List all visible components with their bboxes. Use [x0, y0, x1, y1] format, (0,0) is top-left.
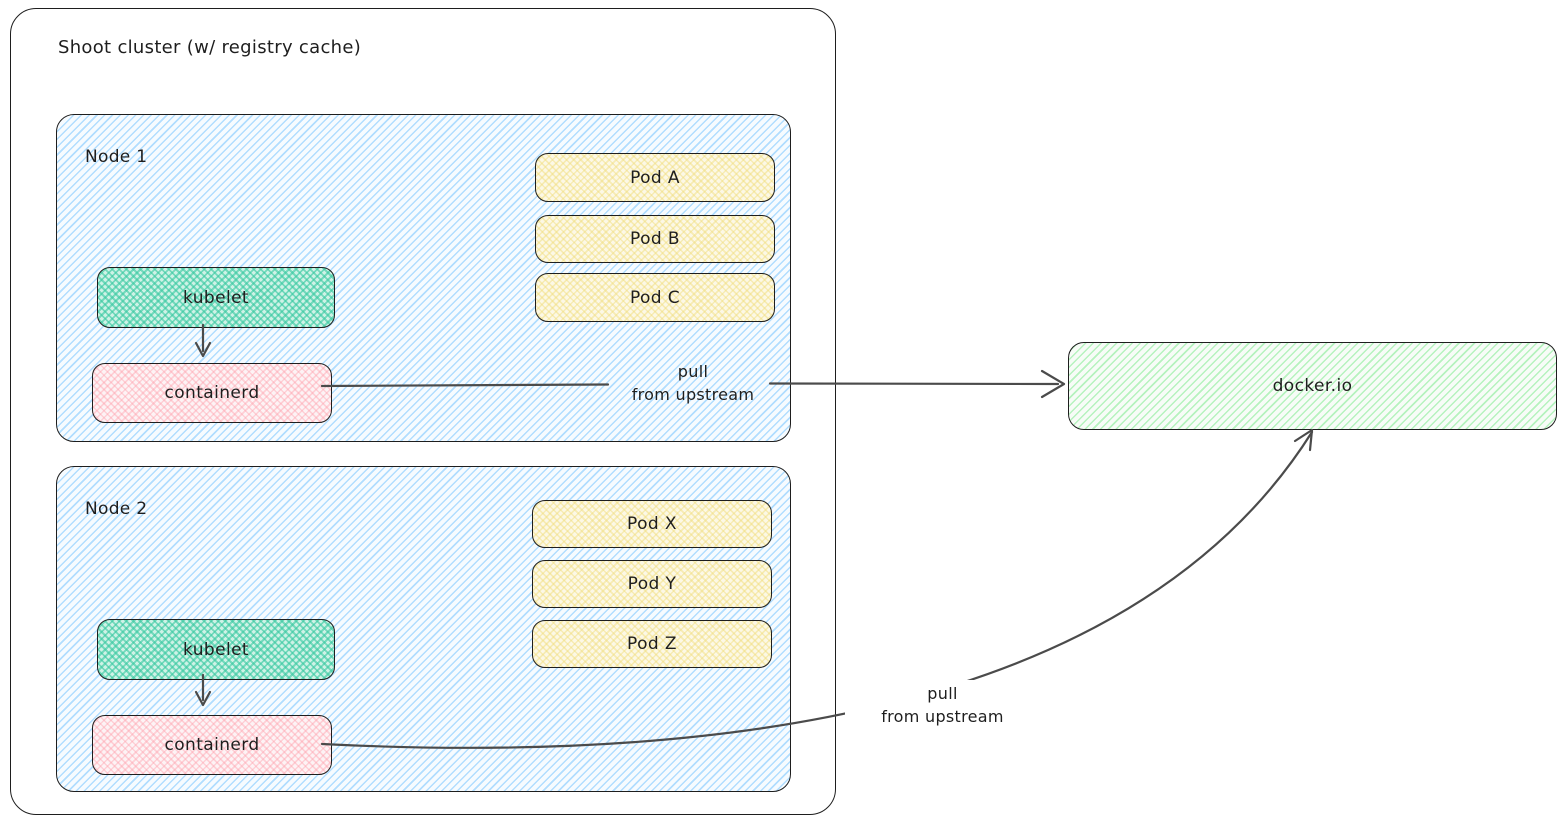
pull-label-line1: pull [927, 684, 958, 703]
node-2-containerd-label: containerd [164, 735, 260, 755]
node-1-pod-b-box: Pod B [535, 215, 775, 263]
node-1-pod-c-box: Pod C [535, 273, 775, 322]
pod-label: Pod C [629, 287, 681, 308]
node-2-box: Node 2 kubelet containerd Pod X Pod Y Po… [56, 466, 791, 792]
node-2-kubelet-box: kubelet [97, 619, 335, 680]
shoot-cluster-box: Shoot cluster (w/ registry cache) Node 1… [10, 8, 836, 815]
pull-label-line2: from upstream [881, 707, 1004, 726]
node-1-containerd-box: containerd [92, 363, 332, 423]
pull-label-line2: from upstream [631, 385, 755, 404]
node-1-title: Node 1 [85, 147, 148, 167]
pod-label: Pod B [630, 229, 680, 249]
node-2-containerd-box: containerd [92, 715, 332, 775]
node-2-pod-z-box: Pod Z [532, 620, 772, 668]
docker-io-box: docker.io [1068, 342, 1557, 430]
node-1-containerd-label: containerd [164, 383, 260, 403]
node-2-pod-x-box: Pod X [532, 500, 772, 548]
pod-label: Pod A [630, 167, 680, 188]
pod-label: Pod Z [627, 634, 677, 654]
node-1-pod-a-box: Pod A [535, 153, 775, 202]
node-2-title: Node 2 [85, 499, 148, 519]
node-1-kubelet-box: kubelet [97, 267, 335, 328]
pod-label: Pod X [627, 514, 677, 534]
pod-label: Pod Y [627, 574, 677, 594]
pull-from-upstream-label-2: pull from upstream [845, 680, 1040, 730]
pull-label-line1: pull [677, 362, 709, 381]
docker-io-label: docker.io [1272, 376, 1353, 396]
node-2-kubelet-label: kubelet [183, 639, 249, 660]
node-2-pod-y-box: Pod Y [532, 560, 772, 608]
node-1-box: Node 1 kubelet containerd Pod A Pod B Po… [56, 114, 791, 442]
pull-from-upstream-label-1: pull from upstream [603, 360, 783, 406]
cluster-title: Shoot cluster (w/ registry cache) [58, 37, 362, 58]
node-1-kubelet-label: kubelet [183, 287, 249, 308]
